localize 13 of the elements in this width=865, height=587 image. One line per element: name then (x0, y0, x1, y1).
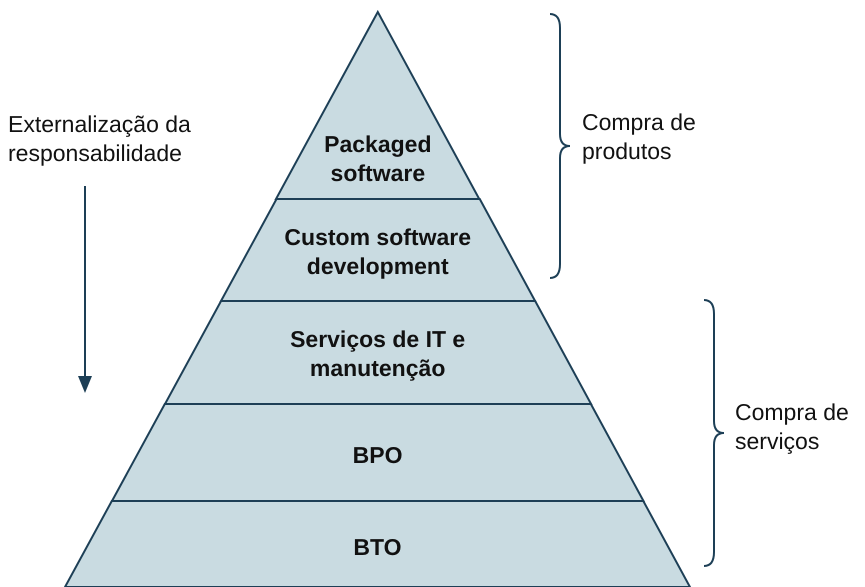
pyramid-layer (164, 301, 591, 404)
pyramid-layer (220, 199, 535, 301)
layer-label: Serviços de IT e manutenção (289, 324, 466, 383)
layer-label: BTO (352, 533, 403, 562)
bracket-label: Compra de produtos (582, 108, 697, 166)
direction-label: Externalização da responsabilidade (8, 110, 192, 168)
layer-label: Packaged software (323, 130, 433, 188)
pyramid-layer (112, 404, 644, 501)
layer-label: BPO (352, 440, 404, 470)
layer-label: Custom software development (283, 222, 472, 281)
pyramid-base (65, 501, 690, 587)
pyramid-tip (276, 12, 480, 199)
bracket-label: Compra de serviços (735, 398, 850, 456)
